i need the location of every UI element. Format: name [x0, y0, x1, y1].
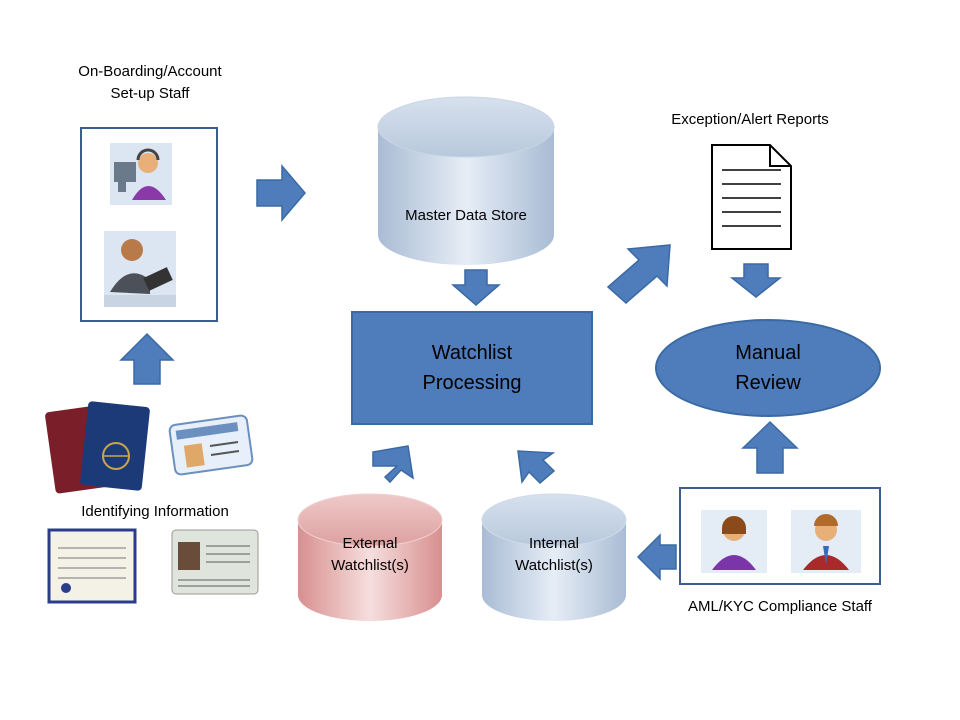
identifying-information-label: Identifying Information [81, 503, 229, 520]
exception-reports-label: Exception/Alert Reports [671, 111, 829, 128]
watchlist-processing-box: Watchlist Processing [351, 311, 593, 425]
onboarding-label-line1: On-Boarding/Account [78, 63, 222, 80]
compliance-staff-label: AML/KYC Compliance Staff [688, 598, 872, 615]
arrow-compliance-to-internal [636, 533, 677, 581]
arrow-onboarding-to-store [256, 163, 306, 223]
arrow-reports-to-review [729, 263, 783, 298]
arrow-store-to-processing [450, 269, 502, 306]
male-staff-icon [791, 510, 861, 573]
headset-operator-icon [110, 143, 172, 205]
passport-icon [45, 401, 150, 494]
manual-review-ellipse: Manual Review [655, 319, 881, 417]
arrow-docs-to-onboarding [119, 332, 175, 385]
flow-arrows [119, 163, 799, 581]
internal-watchlist-line2: Watchlist(s) [515, 557, 593, 574]
onboarding-label-line2: Set-up Staff [110, 85, 190, 102]
arrow-external-to-processing [372, 445, 415, 484]
external-watchlist-label: External Watchlist(s) [298, 533, 442, 577]
external-watchlist-line1: External [342, 535, 398, 552]
master-data-store-cylinder [377, 96, 555, 265]
manual-review-line1: Manual [735, 342, 801, 364]
manual-review-line2: Review [735, 372, 801, 394]
arrow-compliance-to-review [741, 420, 799, 474]
master-data-store-label: Master Data Store [405, 207, 527, 224]
arrow-internal-to-processing [517, 450, 556, 485]
compliance-staff-box [679, 487, 881, 585]
watchlist-processing-line1: Watchlist [431, 342, 513, 364]
onboarding-staff-box [80, 127, 218, 322]
internal-watchlist-line1: Internal [528, 535, 580, 552]
drivers-license-icon [168, 414, 254, 476]
external-watchlist-cylinder [297, 493, 443, 621]
external-watchlist-line2: Watchlist(s) [331, 557, 409, 574]
onboarding-staff-label: On-Boarding/Account Set-up Staff [30, 61, 270, 105]
computer-user-icon [104, 231, 176, 307]
watchlist-processing-line2: Processing [422, 372, 522, 394]
internal-watchlist-label: Internal Watchlist(s) [482, 533, 626, 577]
arrow-processing-to-reports [606, 244, 671, 304]
document-report-icon [711, 144, 792, 250]
resident-card-icon [171, 529, 259, 595]
female-staff-icon [701, 510, 767, 573]
birth-certificate-icon [47, 528, 137, 604]
internal-watchlist-cylinder [481, 493, 627, 621]
